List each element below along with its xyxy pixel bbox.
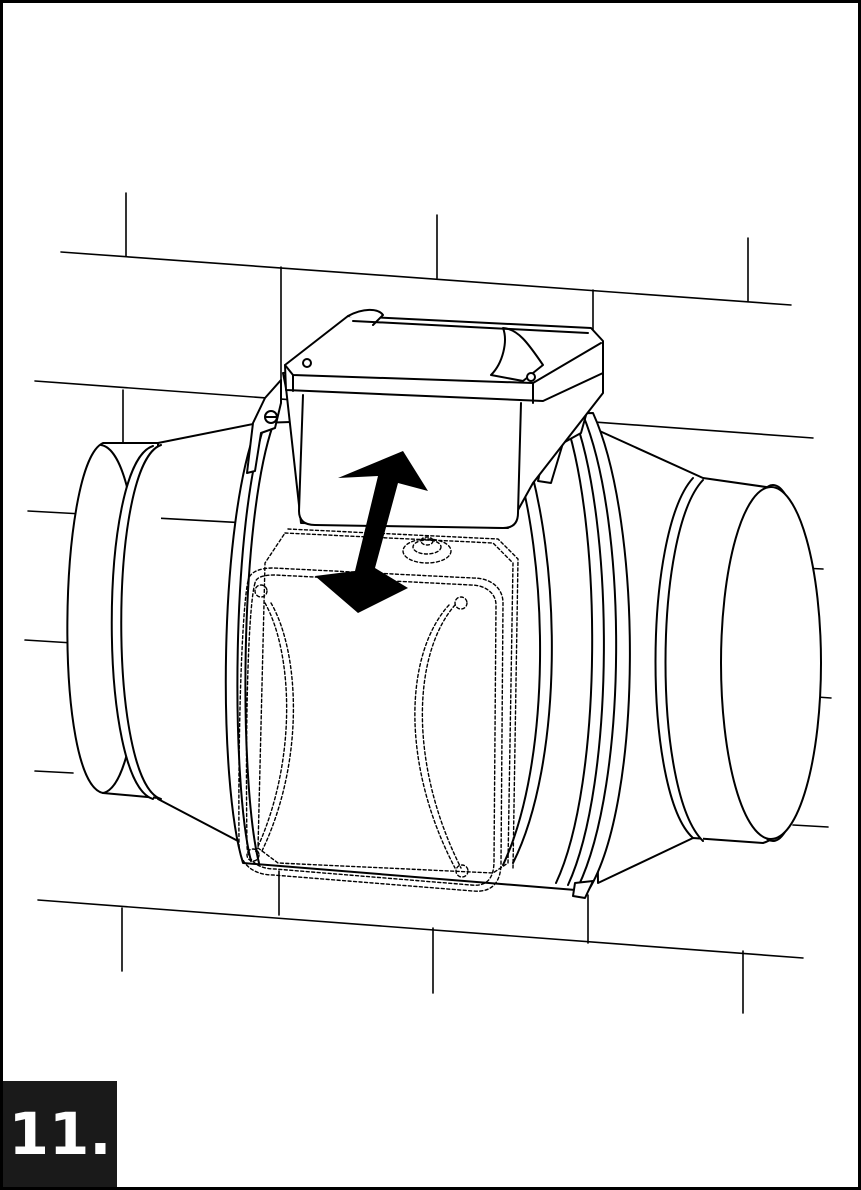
junction-box-alternate-position [238,528,519,892]
fan-body [224,412,631,892]
brick-wall [24,192,832,1014]
left-clamp [246,379,282,474]
junction-box [282,308,604,529]
step-number-badge: 11. [3,1081,117,1187]
right-duct [592,427,822,884]
left-duct [66,422,259,842]
installation-illustration [24,192,832,1014]
rotate-arrow-icon [315,451,428,613]
